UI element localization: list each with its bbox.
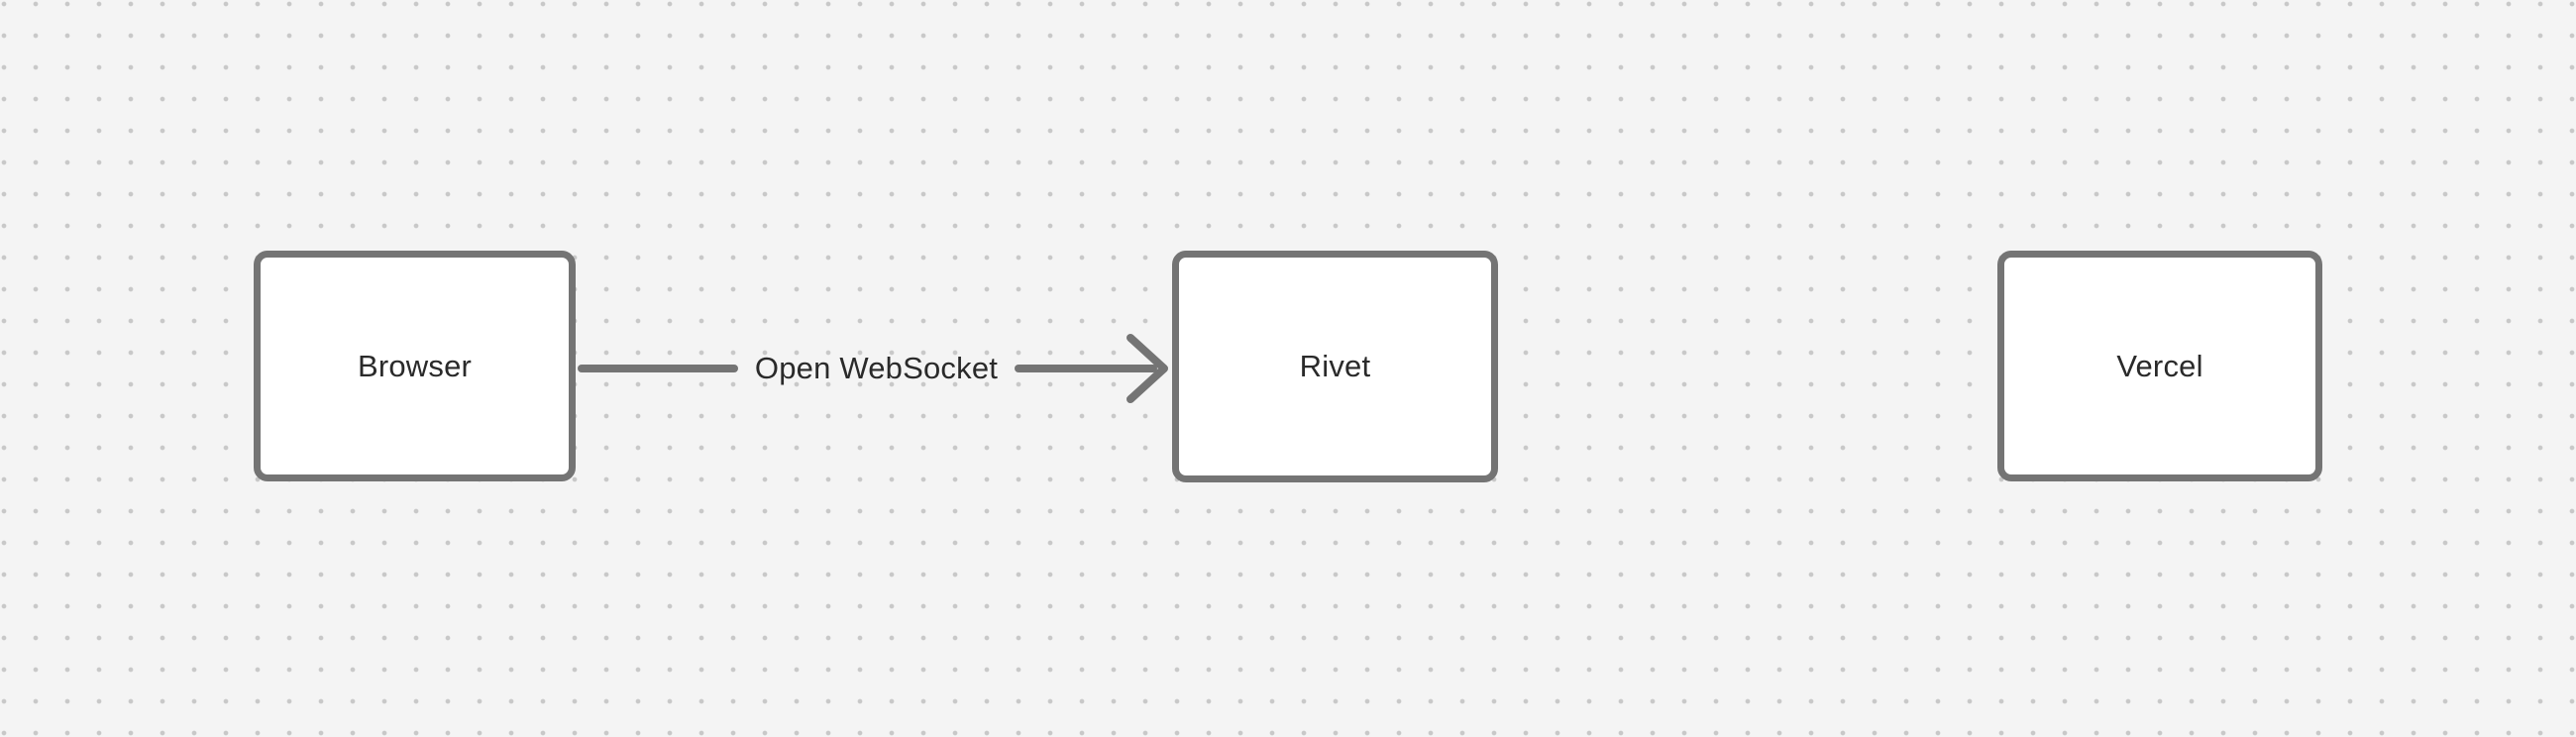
node-vercel-label: Vercel [2116,348,2203,383]
node-rivet-label: Rivet [1299,349,1371,383]
node-browser: Browser [254,251,576,481]
node-browser-label: Browser [357,348,473,383]
node-rivet: Rivet [1172,251,1498,482]
node-vercel: Vercel [1997,251,2322,481]
arrowhead-icon [1127,334,1168,403]
arrow-label: Open WebSocket [754,351,999,385]
